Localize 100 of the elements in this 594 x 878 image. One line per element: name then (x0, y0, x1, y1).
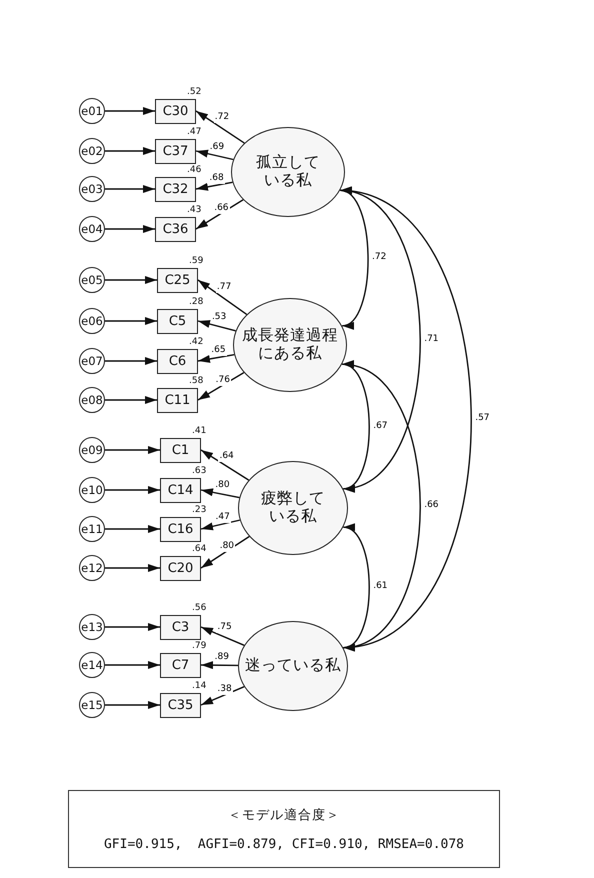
variable-name: e15 (81, 698, 103, 712)
variable-name: e08 (81, 393, 103, 407)
error-circle (79, 437, 105, 463)
loading-arrow (198, 279, 248, 315)
error-circle (79, 348, 105, 374)
loading-arrow (198, 372, 244, 401)
correlation-value: .67 (372, 420, 389, 432)
variable-name: e03 (81, 182, 103, 196)
loading-arrow (196, 182, 233, 191)
error-arrow (105, 525, 160, 533)
variable-name: e12 (81, 561, 103, 575)
variable-name: C5 (168, 314, 186, 328)
variable-name: e02 (81, 144, 103, 158)
box-heading: ＜モデル適合度＞ (228, 806, 340, 824)
error-arrow (105, 486, 160, 494)
loading-value: .38 (216, 684, 233, 695)
fit-index-box (68, 790, 500, 868)
loading-arrow (200, 488, 240, 498)
variable-name: C36 (162, 222, 188, 236)
r-squared-value: .43 (187, 204, 202, 214)
error-arrow (105, 317, 157, 325)
variable-name: e13 (81, 620, 103, 634)
error-circle (79, 267, 105, 293)
r-squared-value: .52 (187, 86, 202, 96)
loading-value: .47 (214, 512, 231, 523)
variable-name: e07 (81, 354, 103, 368)
error-circle (79, 516, 105, 542)
variable-name: C1 (172, 442, 190, 458)
loading-arrow (198, 354, 234, 363)
r-squared-value: .23 (192, 504, 206, 514)
variable-name: C11 (164, 392, 190, 408)
variable-name: e10 (81, 483, 103, 497)
r-squared-value: .47 (187, 126, 202, 136)
variable-name: C30 (162, 104, 188, 118)
error-arrow (105, 147, 155, 155)
r-squared-value: .56 (192, 602, 206, 612)
factor-name: 孤立している私 (255, 154, 321, 190)
loading-arrow (196, 199, 244, 230)
error-arrow (105, 701, 160, 709)
error-arrow (105, 276, 157, 284)
error-arrow (105, 564, 160, 572)
variable-name: C35 (168, 698, 194, 712)
loading-value: .64 (218, 450, 235, 462)
error-circle (79, 176, 105, 202)
error-circle (79, 387, 105, 413)
error-arrow (105, 107, 155, 115)
loading-arrow (201, 661, 238, 670)
r-squared-value: .64 (192, 544, 206, 554)
error-circle (79, 308, 105, 334)
fit-indices: GFI=0.915, AGFI=0.879, CFI=0.910, RMSEA=0.078 (104, 837, 464, 852)
error-arrow (105, 357, 157, 365)
loading-value: .72 (214, 112, 230, 124)
error-arrow (105, 661, 160, 669)
variable-name: C16 (168, 522, 194, 536)
error-circle (79, 216, 105, 242)
loading-arrow (200, 686, 244, 706)
loading-value: .75 (216, 622, 233, 634)
loading-arrow (196, 150, 234, 160)
r-squared-value: .42 (189, 336, 204, 346)
error-circle (79, 98, 105, 124)
variable-name: C32 (162, 182, 188, 196)
variable-name: C14 (168, 482, 194, 498)
r-squared-value: .46 (187, 164, 202, 174)
error-circle (79, 652, 105, 678)
variable-name: C3 (172, 620, 190, 634)
error-arrow (105, 446, 160, 454)
error-circle (79, 477, 105, 503)
loading-value: .80 (218, 540, 236, 552)
factor-name: 成長発達過程にある私 (242, 327, 338, 363)
error-circle (79, 692, 105, 718)
loading-value: .65 (210, 345, 227, 356)
loading-arrow (198, 320, 236, 332)
r-squared-value: .63 (192, 466, 206, 476)
loading-value: .66 (213, 202, 230, 214)
variable-name: e01 (81, 104, 103, 118)
variable-name: e06 (81, 314, 103, 328)
correlation-arrow (340, 190, 369, 326)
r-squared-value: .79 (192, 640, 206, 650)
r-squared-value: .28 (189, 296, 204, 306)
error-circle (79, 614, 105, 640)
loading-value: .68 (208, 172, 225, 184)
factor-name: 疲弊している私 (260, 490, 326, 526)
error-circle (79, 138, 105, 164)
correlation-arrow (340, 189, 472, 649)
r-squared-value: .58 (189, 376, 204, 386)
variable-name: C25 (164, 272, 190, 288)
loading-arrow (196, 110, 245, 144)
loading-arrow (200, 626, 244, 646)
variable-name: e14 (81, 658, 103, 672)
loading-value: .76 (214, 374, 231, 386)
error-arrow (105, 396, 157, 404)
variable-name: C37 (162, 144, 188, 158)
variable-name: C6 (168, 354, 186, 368)
variable-name: e05 (81, 273, 103, 287)
factor-name: 迷っている私 (244, 657, 342, 675)
variable-name: e09 (81, 443, 103, 457)
r-squared-value: .14 (192, 680, 206, 690)
variable-name: e04 (81, 222, 103, 236)
error-arrow (105, 225, 155, 233)
error-arrow (105, 623, 160, 631)
